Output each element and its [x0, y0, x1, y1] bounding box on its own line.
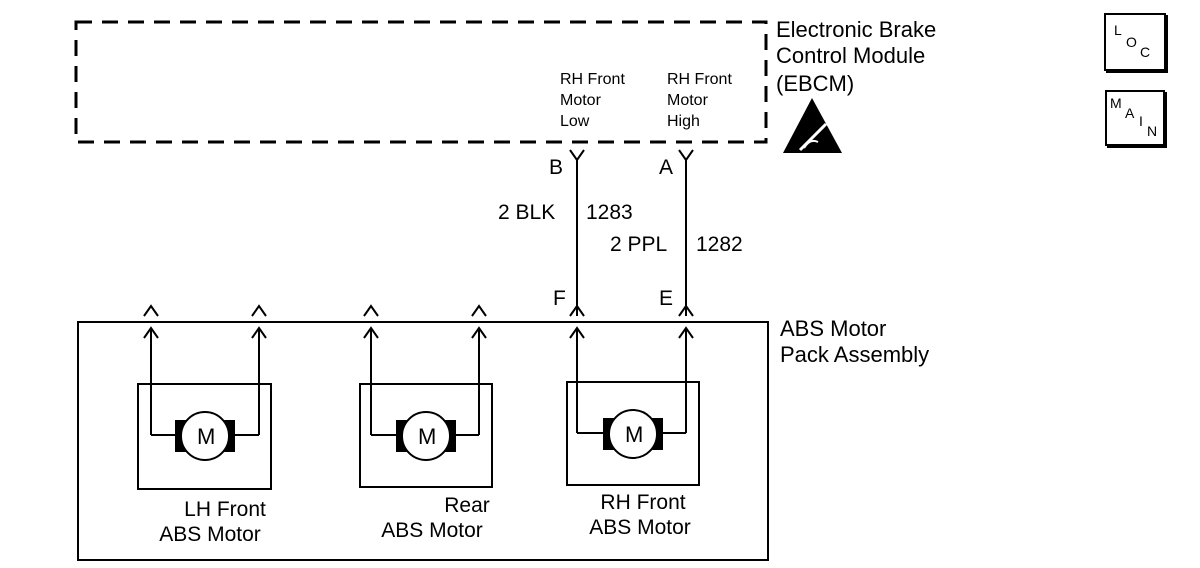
- pin-low-line2: Motor: [560, 92, 601, 109]
- pack-name-line2: Pack Assembly: [780, 342, 930, 367]
- wire-blk-1283: [569, 149, 585, 317]
- rh-front-motor-circuit: [566, 326, 700, 486]
- pin-high-line3: High: [667, 113, 700, 130]
- connector-e-label: E: [659, 287, 674, 310]
- motor-2-label: Rear ABS Motor: [362, 493, 502, 543]
- ebcm-name-line2: Control Module: [776, 43, 926, 68]
- pin-high-line2: Motor: [667, 92, 708, 109]
- wire-ppl-1282: [678, 149, 694, 317]
- loc-icon-letter-o: O: [1126, 34, 1137, 50]
- ebcm-dashed-box: [74, 20, 768, 144]
- motor-3-label: RH Front ABS Motor: [570, 490, 710, 540]
- ebcm-name-line3: (EBCM): [776, 71, 855, 96]
- motor-3-label-line2: ABS Motor: [589, 516, 691, 540]
- motor-1-label: LH Front ABS Motor: [140, 497, 280, 547]
- main-icon: M A I N: [1105, 90, 1165, 146]
- main-icon-letter-i: I: [1139, 113, 1143, 129]
- loc-icon-letter-c: C: [1140, 44, 1151, 60]
- wire-1-gauge-color: 2 BLK: [498, 201, 556, 224]
- pin-low-line1: RH Front: [560, 71, 625, 88]
- loc-icon: L O C: [1104, 13, 1166, 71]
- wire-2-gauge-color: 2 PPL: [610, 233, 668, 256]
- main-icon-letter-a: A: [1125, 105, 1135, 121]
- wire-1-circuit: 1283: [586, 201, 633, 224]
- pack-name-line1: ABS Motor: [780, 316, 887, 341]
- connector-f-label: F: [553, 287, 566, 310]
- lh-front-motor-circuit: [137, 304, 272, 490]
- motor-1-label-line1: LH Front: [184, 498, 266, 521]
- motor-3-label-line1: RH Front: [600, 491, 686, 514]
- abs-motor-pack-box: [77, 321, 769, 561]
- motor-2-label-line1: Rear: [444, 494, 490, 517]
- motor-1-label-line2: ABS Motor: [159, 523, 261, 547]
- motor-2-symbol: M: [418, 424, 437, 449]
- main-icon-letter-m: M: [1110, 95, 1122, 111]
- connector-b-label: B: [549, 156, 564, 179]
- motor-3-symbol: M: [625, 422, 644, 447]
- rear-motor-circuit: [359, 304, 493, 488]
- main-icon-letter-n: N: [1147, 123, 1158, 139]
- connector-a-label: A: [659, 156, 674, 179]
- motor-1-symbol: M: [197, 424, 216, 449]
- ebcm-name-line1: Electronic Brake: [776, 17, 937, 42]
- pin-low-line3: Low: [560, 113, 590, 130]
- pin-high-line1: RH Front: [667, 71, 732, 88]
- loc-icon-letter-l: L: [1114, 22, 1122, 38]
- motor-2-label-line2: ABS Motor: [381, 519, 483, 543]
- esd-warning-icon: [783, 98, 842, 153]
- wire-2-circuit: 1282: [696, 233, 743, 256]
